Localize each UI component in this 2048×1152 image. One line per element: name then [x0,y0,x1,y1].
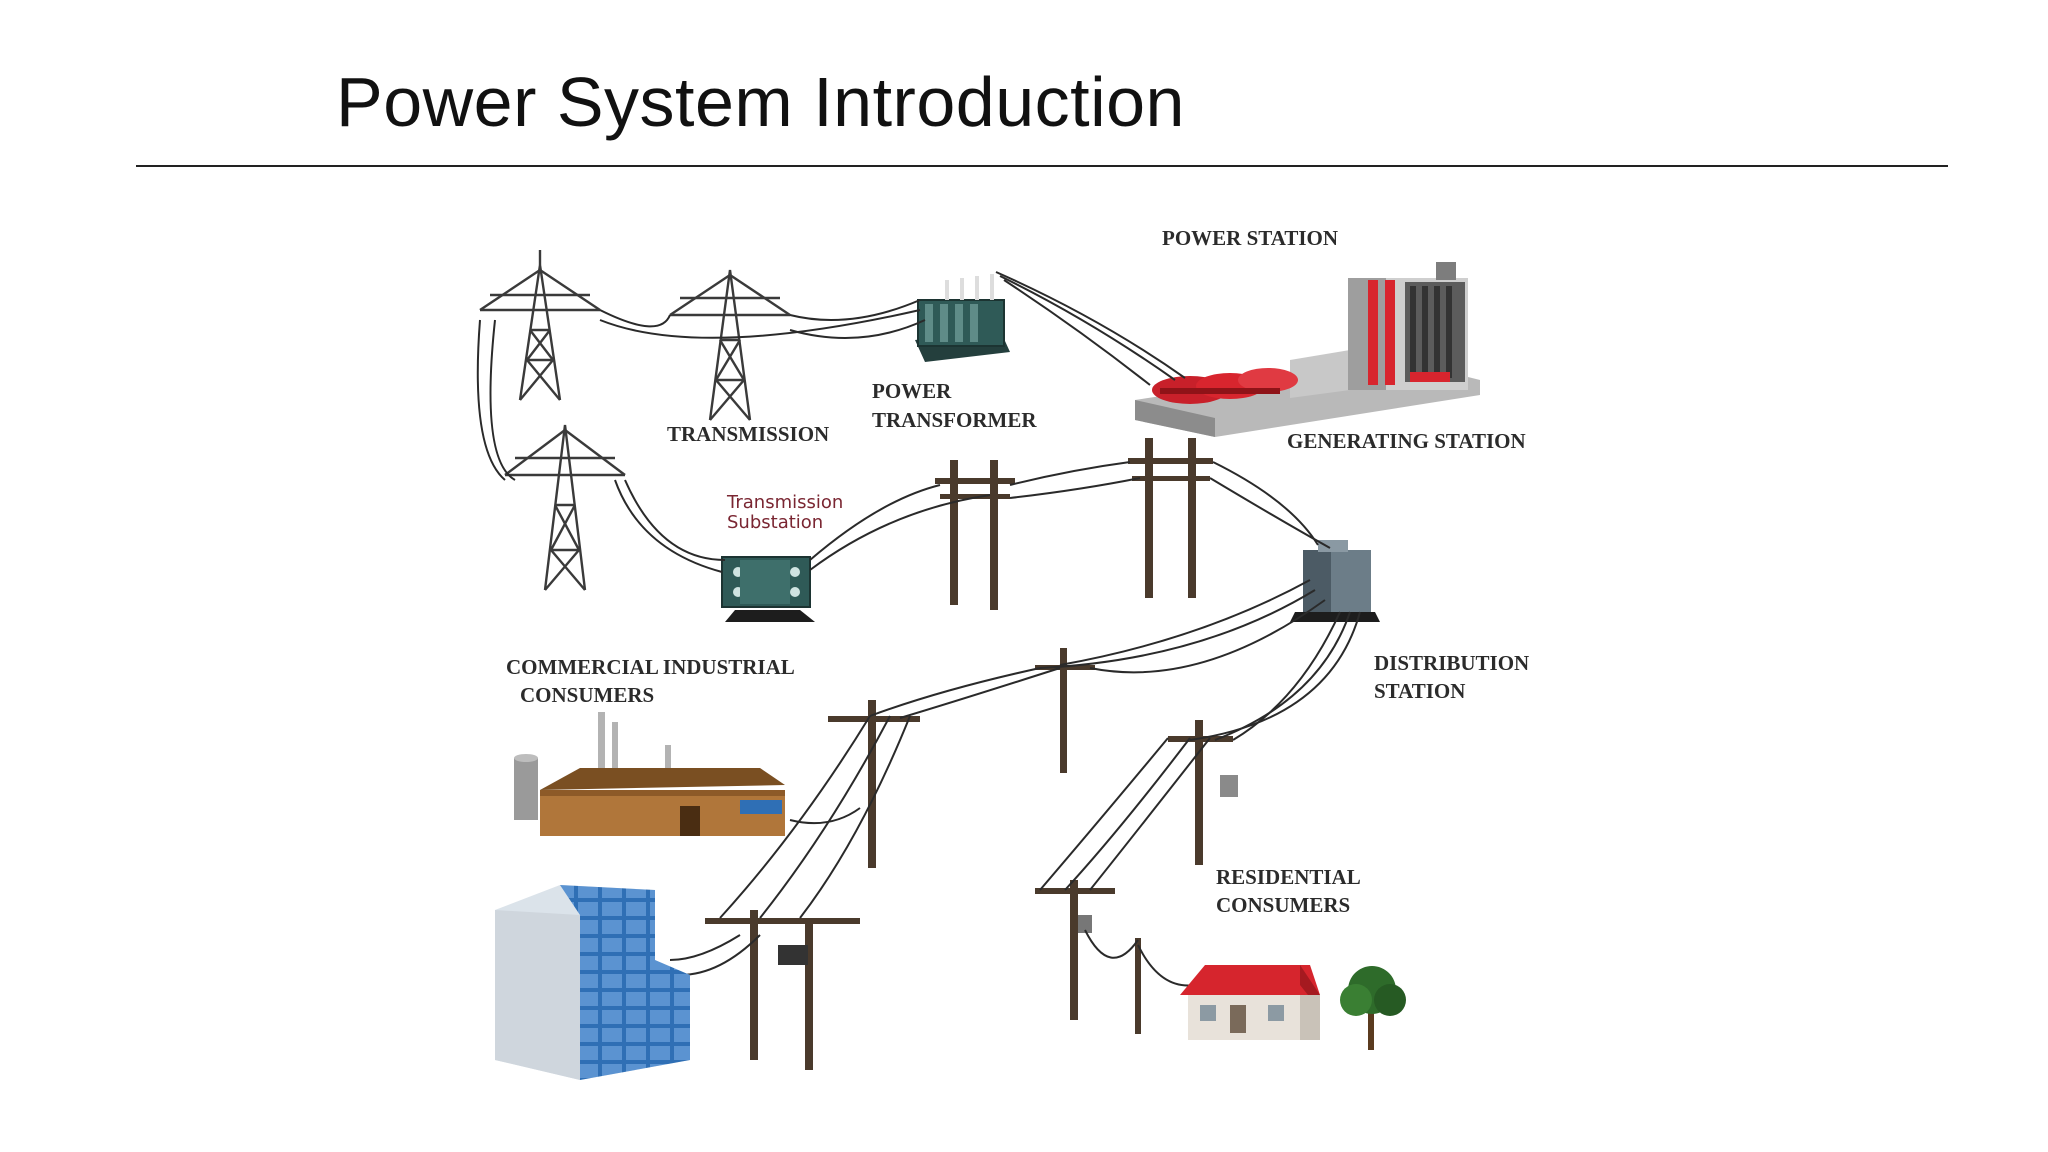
label-generating-station: GENERATING STATION [1287,429,1526,453]
label-power-station: POWER STATION [1162,226,1338,250]
label-power-transformer-1: POWER [872,379,952,403]
label-commercial-2: CONSUMERS [520,683,654,707]
label-transmission: TRANSMISSION [667,422,829,446]
label-transmission-substation-1: Transmission [726,492,843,513]
power-line-wires [476,271,1361,987]
slide-title: Power System Introduction [336,63,1185,141]
label-distribution-2: STATION [1374,679,1465,703]
house-icon [1180,965,1320,1040]
utility-pole-icon [705,438,1238,1070]
label-commercial-1: COMMERCIAL INDUSTRIAL [506,655,795,679]
transmission-tower-icon [479,250,791,591]
label-power-transformer-2: TRANSFORMER [872,408,1037,432]
distribution-station-icon [1290,540,1380,622]
title-divider [136,165,1948,167]
factory-icon [514,712,785,836]
office-building-icon [495,885,690,1080]
label-transmission-substation-2: Substation [727,512,823,533]
label-distribution-1: DISTRIBUTION [1374,651,1529,675]
tree-icon [1340,966,1406,1050]
label-residential-1: RESIDENTIAL [1216,865,1361,889]
transmission-substation-icon [721,556,815,622]
label-residential-2: CONSUMERS [1216,893,1350,917]
power-transformer-icon [915,274,1010,362]
generating-station-icon [1135,262,1480,437]
